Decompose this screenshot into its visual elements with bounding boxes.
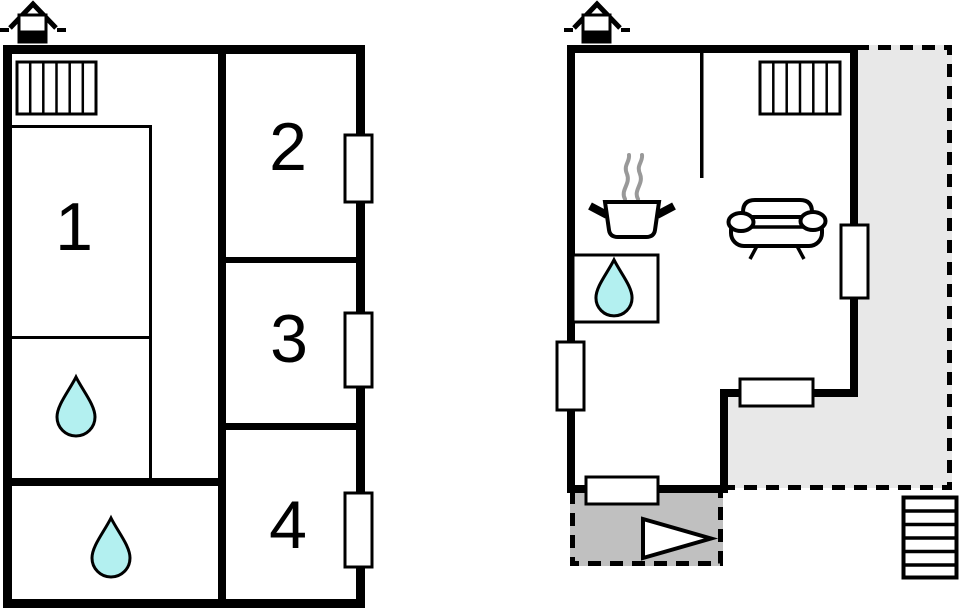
water-drop-icon: [594, 256, 634, 318]
room-label-2: 2: [269, 109, 307, 185]
chimney-icon: [564, 0, 630, 44]
radiator-icon: [15, 60, 98, 116]
chimney-icon: [0, 0, 66, 44]
center-wall: [218, 50, 226, 603]
upper-floor-plan: [555, 0, 959, 580]
thin-wall-kitchen: [700, 53, 704, 178]
outer-wall: [3, 45, 365, 608]
terrace-area: [724, 45, 952, 488]
wall-room3-room4: [222, 423, 361, 430]
thin-wall-room1-top: [10, 125, 151, 128]
radiator-icon: [758, 60, 842, 116]
thin-wall-hall: [149, 125, 152, 481]
room-label-1: 1: [55, 189, 93, 265]
steam-icon: [634, 153, 645, 201]
water-drop-icon: [55, 373, 97, 438]
terrace-dashed-border: [727, 45, 952, 490]
sofa-icon: [726, 198, 828, 260]
stove-icon: [588, 153, 676, 239]
window-right: [839, 223, 870, 300]
room-label-3: 3: [270, 301, 308, 377]
wall-room2-room3: [222, 257, 361, 263]
wall-bottom-left: [7, 478, 222, 486]
ground-floor-plan: 1 2 3 4: [0, 0, 374, 608]
sink-icon: [571, 253, 660, 324]
window-left: [555, 340, 586, 412]
window-room4: [343, 491, 374, 569]
window-terrace: [738, 377, 815, 408]
door-bottom: [584, 475, 660, 506]
window-room3: [343, 311, 374, 389]
stairs-icon: [901, 495, 959, 580]
window-room2: [343, 133, 374, 204]
steam-icon: [621, 153, 632, 201]
entrance-triangle-icon: [641, 516, 719, 561]
water-drop-icon: [90, 514, 132, 579]
thin-wall-room1-bath: [10, 336, 151, 339]
room-label-4: 4: [269, 487, 307, 563]
